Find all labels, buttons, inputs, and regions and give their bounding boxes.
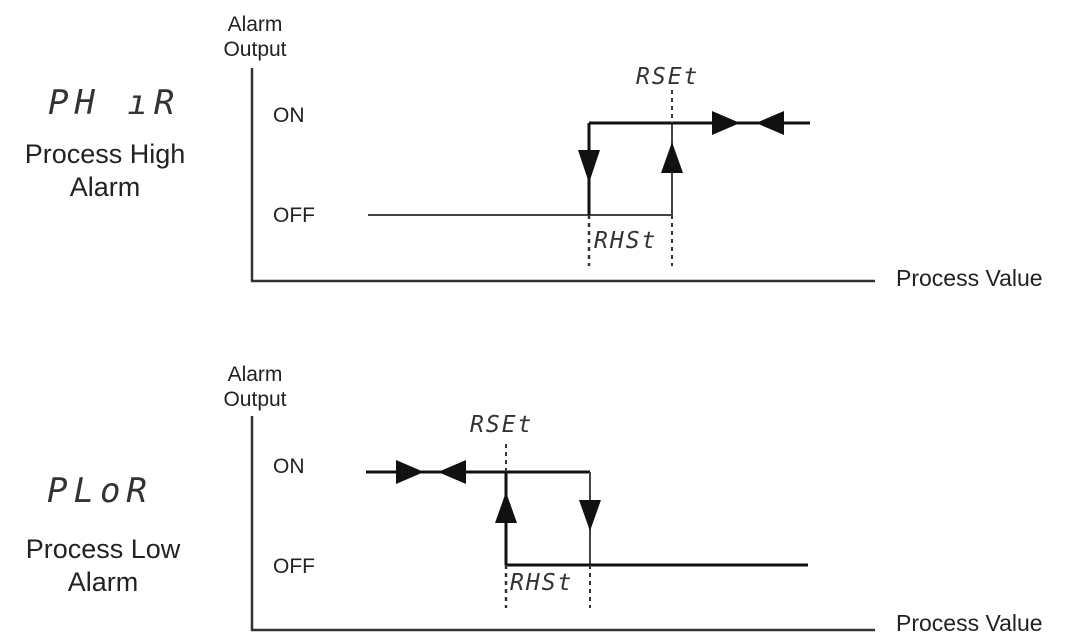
high-alarm-title-line2: Alarm xyxy=(69,172,141,202)
low-y-axis-title: Alarm Output xyxy=(205,362,305,412)
high-arrow-up-icon xyxy=(661,142,683,173)
low-alarm-title-line1: Process Low xyxy=(25,534,181,564)
high-arrow-down-icon xyxy=(578,150,600,183)
high-alarm-title-line1: Process High xyxy=(24,139,186,169)
high-y-axis-title-line2: Output xyxy=(223,38,287,61)
high-off-label: OFF xyxy=(273,204,315,227)
low-hysteresis-label: RHSt xyxy=(510,570,574,596)
high-arrow-right-icon xyxy=(712,111,740,135)
low-off-label: OFF xyxy=(273,555,315,578)
high-hysteresis-label: RHSt xyxy=(594,228,658,254)
low-alarm-title: Process Low Alarm xyxy=(3,533,203,599)
low-y-axis-title-line2: Output xyxy=(223,388,287,411)
low-y-axis-title-line1: Alarm xyxy=(227,363,283,386)
low-arrow-left-icon xyxy=(438,460,466,484)
low-alarm-diagram xyxy=(250,416,875,632)
high-alarm-title: Process High Alarm xyxy=(5,138,205,204)
low-arrow-right-icon xyxy=(396,460,424,484)
low-alarm-title-line2: Alarm xyxy=(67,567,139,597)
low-alarm-code: PLoR xyxy=(47,471,153,511)
high-alarm-code: PH ıR xyxy=(48,83,181,123)
low-x-axis-title: Process Value xyxy=(896,610,1043,636)
low-arrow-up-icon xyxy=(495,492,517,523)
low-setpoint-label: RSEt xyxy=(470,412,534,438)
high-y-axis-title: Alarm Output xyxy=(205,12,305,62)
high-y-axis-title-line1: Alarm xyxy=(227,13,283,36)
high-on-label: ON xyxy=(273,104,305,127)
high-x-axis-title: Process Value xyxy=(896,265,1043,291)
high-alarm-diagram xyxy=(250,68,875,283)
low-arrow-down-icon xyxy=(579,500,601,531)
high-setpoint-label: RSEt xyxy=(636,64,700,90)
low-on-label: ON xyxy=(273,455,305,478)
high-arrow-left-icon xyxy=(756,111,784,135)
